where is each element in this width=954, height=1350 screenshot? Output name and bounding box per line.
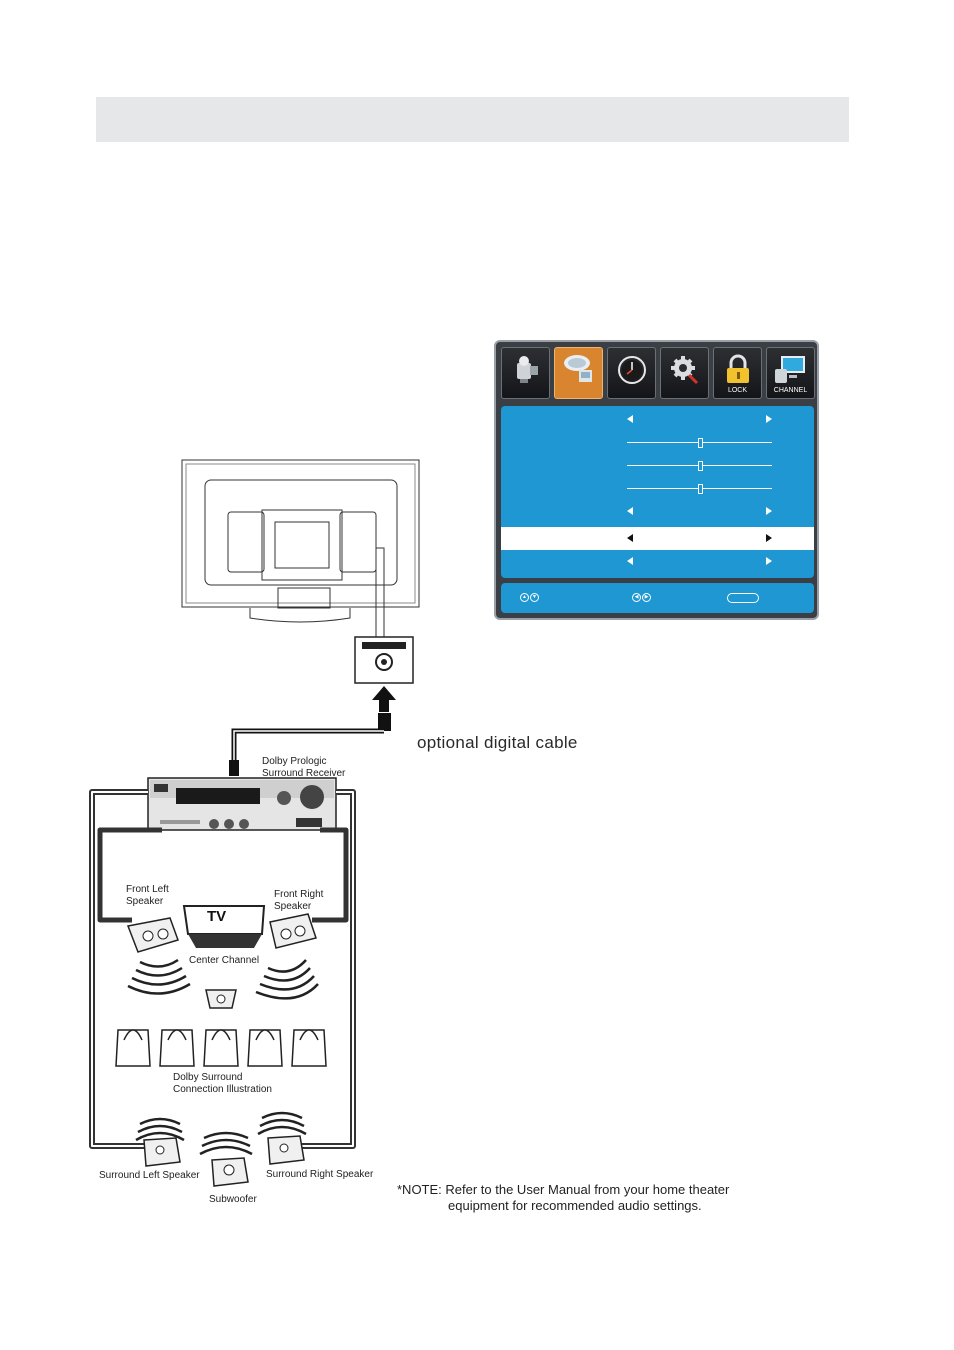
front-left-speaker [126, 917, 179, 953]
up-nav-icon: ▲ [520, 593, 529, 602]
tv-osd-audio-menu: LOCK CHANNEL [494, 340, 819, 620]
arrow-right-icon[interactable] [766, 557, 772, 565]
tv-rear-illustration [181, 459, 420, 639]
surround-right-label: Surround Right Speaker [266, 1169, 374, 1180]
osd-option-row[interactable] [501, 408, 814, 431]
channel-monitor-icon [775, 356, 805, 383]
arrow-left-icon[interactable] [627, 415, 633, 423]
connection-arrow [372, 686, 396, 712]
tab-time[interactable] [607, 347, 656, 399]
subwoofer-speaker [211, 1157, 249, 1187]
tv-illustration [182, 905, 266, 948]
speaker-wires-inner [91, 791, 354, 1147]
exit-button-icon [727, 593, 759, 603]
down-nav-icon: ▼ [530, 593, 539, 602]
cable-label: optional digital cable [417, 733, 578, 752]
receiver-illustration [147, 777, 337, 831]
osd-slider-row[interactable] [501, 477, 814, 500]
lock-icon [727, 354, 749, 383]
center-channel-label: Center Channel [189, 955, 260, 966]
receiver-label: Dolby Prologic Surround Receiver [262, 756, 346, 779]
right-nav-icon: ▶ [642, 593, 651, 602]
osd-option-row-selected[interactable] [501, 527, 814, 550]
arrow-left-icon[interactable] [627, 507, 633, 515]
audio-satellite-icon [564, 355, 592, 382]
tab-channel[interactable]: CHANNEL [766, 347, 815, 399]
front-right-speaker [269, 913, 317, 949]
osd-tab-bar: LOCK CHANNEL [501, 347, 815, 401]
arrow-left-icon[interactable] [627, 557, 633, 565]
tv-label: TV [207, 908, 227, 925]
tab-setup[interactable] [660, 347, 709, 399]
arrow-right-icon[interactable] [766, 507, 772, 515]
arrow-left-icon[interactable] [627, 534, 633, 542]
slider-handle[interactable] [698, 484, 703, 494]
setup-gear-icon [671, 356, 699, 385]
osd-slider-row[interactable] [501, 454, 814, 477]
center-speaker [205, 989, 237, 1009]
optical-port-box [354, 636, 414, 684]
osd-option-row[interactable] [501, 500, 814, 523]
front-right-label: Front Right Speaker [274, 889, 324, 912]
left-nav-icon: ◀ [632, 593, 641, 602]
optical-cable [229, 713, 391, 776]
sound-waves [127, 958, 319, 1156]
osd-slider-row[interactable] [501, 431, 814, 454]
osd-option-row[interactable] [501, 550, 814, 573]
arrow-right-icon[interactable] [766, 415, 772, 423]
listener-figures [115, 1029, 327, 1067]
tab-lock[interactable]: LOCK [713, 347, 762, 399]
arrow-right-icon[interactable] [766, 534, 772, 542]
audio-settings-note: *NOTE: Refer to the User Manual from you… [397, 1182, 729, 1214]
tab-picture[interactable] [501, 347, 550, 399]
osd-footer-hints: ▲ ▼ ◀ ▶ [501, 583, 814, 613]
surround-right-speaker [267, 1135, 305, 1165]
picture-camera-icon [517, 356, 538, 383]
section-header-bar [96, 97, 849, 142]
note-line-1: *NOTE: Refer to the User Manual from you… [397, 1182, 730, 1197]
front-left-label: Front Left Speaker [126, 884, 169, 907]
osd-settings-panel [501, 406, 814, 578]
subwoofer-label: Subwoofer [209, 1194, 257, 1205]
illustration-label: Dolby Surround Connection Illustration [173, 1072, 272, 1095]
note-line-2: equipment for recommended audio settings… [448, 1198, 702, 1213]
slider-handle[interactable] [698, 438, 703, 448]
surround-left-label: Surround Left Speaker [99, 1170, 200, 1181]
surround-left-speaker [143, 1137, 181, 1167]
slider-handle[interactable] [698, 461, 703, 471]
tab-audio[interactable] [554, 347, 603, 399]
clock-icon [618, 356, 646, 384]
